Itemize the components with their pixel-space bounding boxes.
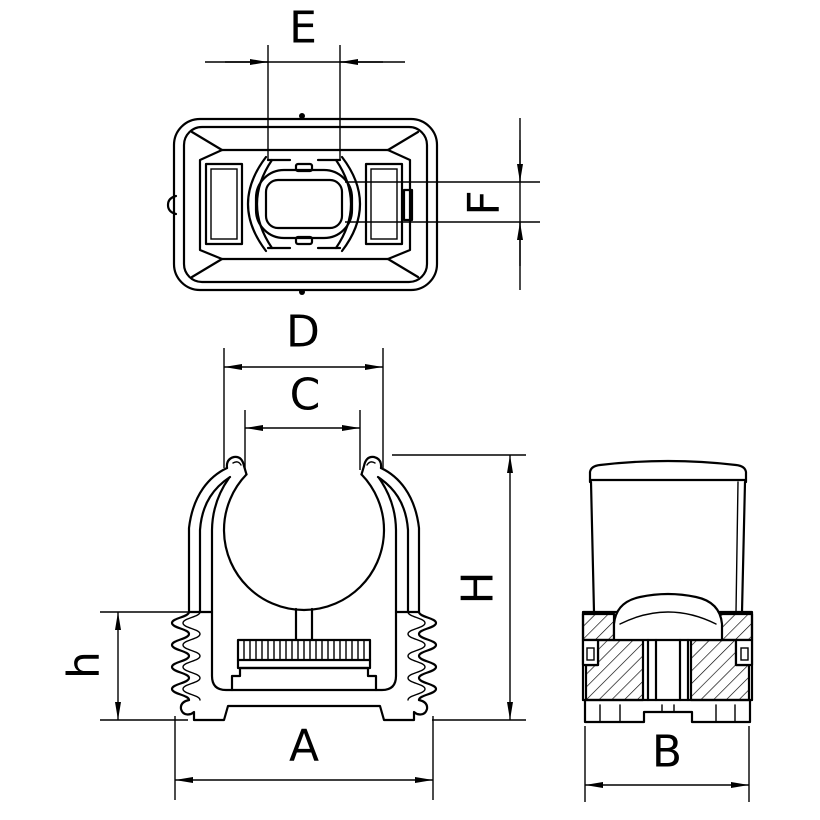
side-view-right-notch [734,638,754,667]
side-view-left-notch-inner [586,647,595,661]
front-view-platform [230,666,378,692]
front-view-pipe-seat [222,473,386,612]
top-view-right-latch [402,188,414,222]
top-view-left-bump [166,194,178,216]
dimension-d: D [223,307,384,468]
side-view-right-notch-inner [740,647,749,661]
front-view-base-bottom-and-feet [179,698,429,722]
front-view-left-serration-inner [182,611,201,701]
side-view-hatch-left-upper [581,612,616,642]
dimension-f: F [345,118,540,290]
top-view-right-window [364,162,404,246]
front-view-ring-and-tray [210,476,398,692]
dimension-c-label: C [290,370,321,421]
front-view-left-shell-outer [187,466,229,614]
dimension-c-extension-lines [244,410,361,470]
front-view [170,455,438,722]
dimension-a: A [174,716,434,800]
side-view-arch-inner-line [619,611,717,625]
top-view-outer-shell [172,117,439,292]
top-view-left-window [204,162,244,246]
top-view-right-window-inner [370,168,398,240]
dimension-f-label: F [459,190,510,215]
front-view-left-serration-outer [170,610,191,702]
front-view-right-shell-outer [379,466,421,614]
side-view-body-inner-edge [735,481,739,613]
top-view [166,113,439,295]
top-view-center-hole [264,178,344,230]
dimension-e: E [205,3,405,160]
front-view-right-tip [360,455,383,476]
front-view-left-tip [225,455,248,476]
dimension-a-label: A [289,721,319,772]
dimension-h-total-label: H [453,571,504,604]
front-view-right-serration-inner [407,611,426,701]
dimension-b-extension-lines [584,726,750,802]
top-view-ring-bottom-nub [294,235,314,246]
side-view-arch-cap [612,592,724,642]
dimension-e-label: E [289,3,317,54]
front-view-tip-details [232,461,376,466]
top-view-ring-top-nub [294,162,314,173]
dimension-b: B [584,726,750,802]
dimension-d-label: D [286,307,320,358]
side-view-foot-ticks [599,704,736,723]
dimension-h-total: H [392,454,526,721]
top-view-bottom-dot [299,289,305,295]
top-view-tongue-edges [266,158,342,250]
top-view-shell-inner-edge [182,125,429,284]
side-view-cap [588,459,748,484]
side-view-center-slot-lines [646,638,690,702]
side-view-left-notch [581,638,600,667]
side-view [581,459,754,724]
side-view-body-edges [589,480,747,614]
dimension-h-base-label: h [59,651,110,679]
dimension-f-extension-lines [345,181,540,223]
top-view-bevel-lines [190,130,420,279]
side-view-feet [583,698,752,724]
top-view-left-window-inner [210,168,238,240]
side-view-hatch-right-upper [718,612,754,642]
front-view-right-shell-inner [376,475,410,614]
top-view-left-arm-arcs [247,155,274,253]
front-view-stem [294,607,314,642]
dimension-h-base: h [59,611,198,721]
dimension-c: C [244,370,361,470]
dimension-a-extension-lines [174,716,434,800]
front-view-right-serration-outer [417,610,438,702]
dimension-b-label: B [652,727,682,778]
front-view-rack-teeth [243,640,365,661]
top-view-right-arm-arcs [334,155,361,253]
front-view-left-shell-inner [198,475,232,614]
top-view-top-dot [299,113,305,119]
